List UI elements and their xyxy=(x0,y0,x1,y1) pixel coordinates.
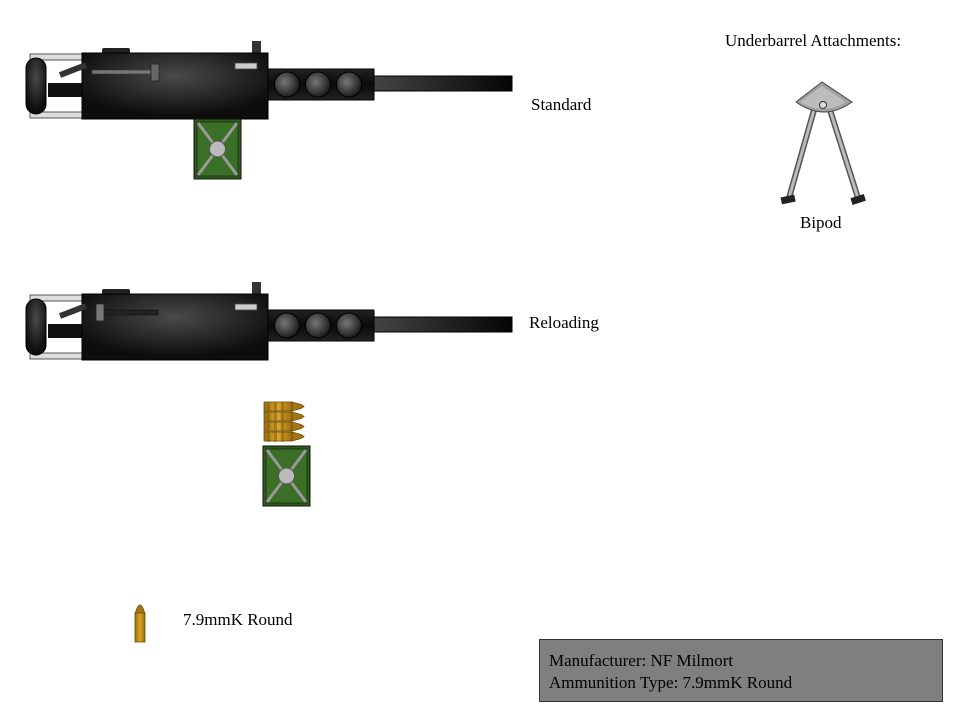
bipod-label: Bipod xyxy=(800,213,842,232)
round-label: 7.9mmK Round xyxy=(183,610,293,629)
standard-label: Standard xyxy=(531,95,592,114)
reloading-label: Reloading xyxy=(529,313,599,332)
ammunition-type-text: Ammunition Type: 7.9mmK Round xyxy=(549,673,793,692)
attachments-title: Underbarrel Attachments: xyxy=(725,31,902,50)
round-icon xyxy=(134,604,146,643)
reloading-gun xyxy=(25,281,513,361)
info-box: Manufacturer: NF Milmort Ammunition Type… xyxy=(539,639,943,702)
manufacturer-text: Manufacturer: NF Milmort xyxy=(549,651,734,670)
standard-magazine xyxy=(192,117,243,181)
detached-magazine-with-rounds xyxy=(261,401,312,508)
standard-gun xyxy=(25,40,513,181)
bipod-icon xyxy=(780,81,866,205)
